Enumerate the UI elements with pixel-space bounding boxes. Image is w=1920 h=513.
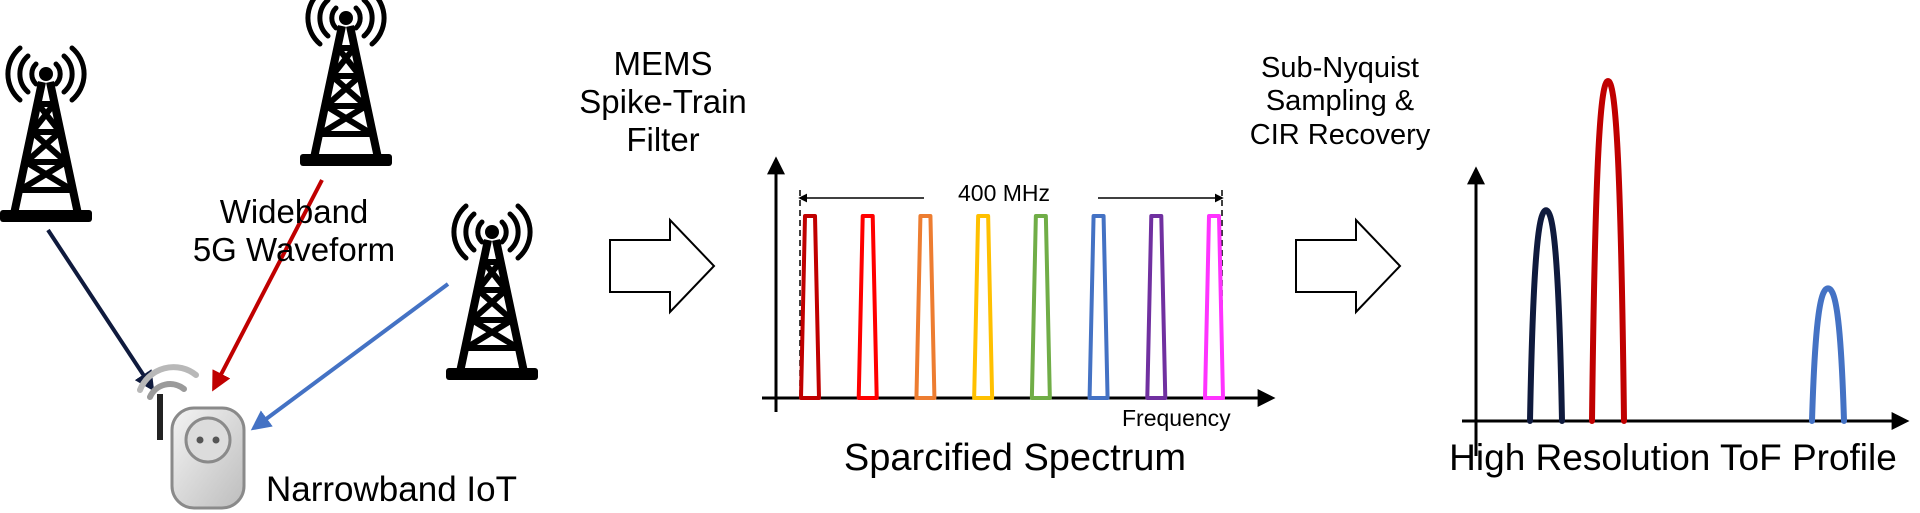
bandwidth-label: 400 MHz	[958, 180, 1051, 206]
link-arrow-red	[212, 179, 324, 392]
iot-device-icon	[137, 364, 246, 510]
tof-peak	[1527, 207, 1565, 424]
mems-label-line1: MEMS	[613, 45, 713, 82]
wideband-label: Wideband 5G Waveform	[178, 193, 410, 269]
link-arrow-blue	[250, 282, 450, 431]
spectral-spike	[972, 214, 995, 400]
wideband-label-line1: Wideband	[219, 193, 369, 230]
spectral-spike	[1087, 214, 1110, 400]
tof-peak	[1589, 77, 1627, 424]
spectral-spike	[799, 214, 821, 400]
frequency-axis-label: Frequency	[1122, 405, 1231, 431]
cell-tower-icon	[300, 0, 392, 166]
spectral-spike	[1203, 214, 1225, 400]
cell-tower-icon	[446, 206, 538, 380]
cell-tower-icon	[0, 48, 92, 222]
link-arrow-navy	[46, 228, 155, 392]
spectral-spike	[856, 214, 879, 400]
sparsified-spectrum-title: Sparcified Spectrum	[843, 437, 1187, 479]
process-arrow-icon	[609, 217, 716, 315]
spectral-spike	[1145, 214, 1168, 400]
spectral-spike	[914, 214, 937, 400]
mems-label-line3: Filter	[626, 120, 700, 158]
subnyquist-label-line2: Sampling &	[1265, 85, 1415, 118]
spectral-spike	[1029, 214, 1052, 400]
narrowband-label: Narrowband IoT	[266, 470, 517, 509]
tof-peak	[1809, 285, 1847, 424]
spike-train	[799, 214, 1225, 400]
subnyquist-label-line1: Sub-Nyquist	[1261, 52, 1419, 84]
tof-profile-title: High Resolution ToF Profile	[1449, 437, 1897, 478]
tof-peaks	[1527, 77, 1847, 424]
mems-filter-label: MEMS Spike-Train Filter	[545, 45, 781, 159]
mems-label-line2: Spike-Train	[579, 82, 747, 120]
subnyquist-label: Sub-Nyquist Sampling & CIR Recovery	[1216, 52, 1464, 152]
subnyquist-label-line3: CIR Recovery	[1249, 118, 1431, 151]
process-arrow-icon	[1295, 217, 1402, 315]
wideband-label-line2: 5G Waveform	[192, 230, 396, 268]
